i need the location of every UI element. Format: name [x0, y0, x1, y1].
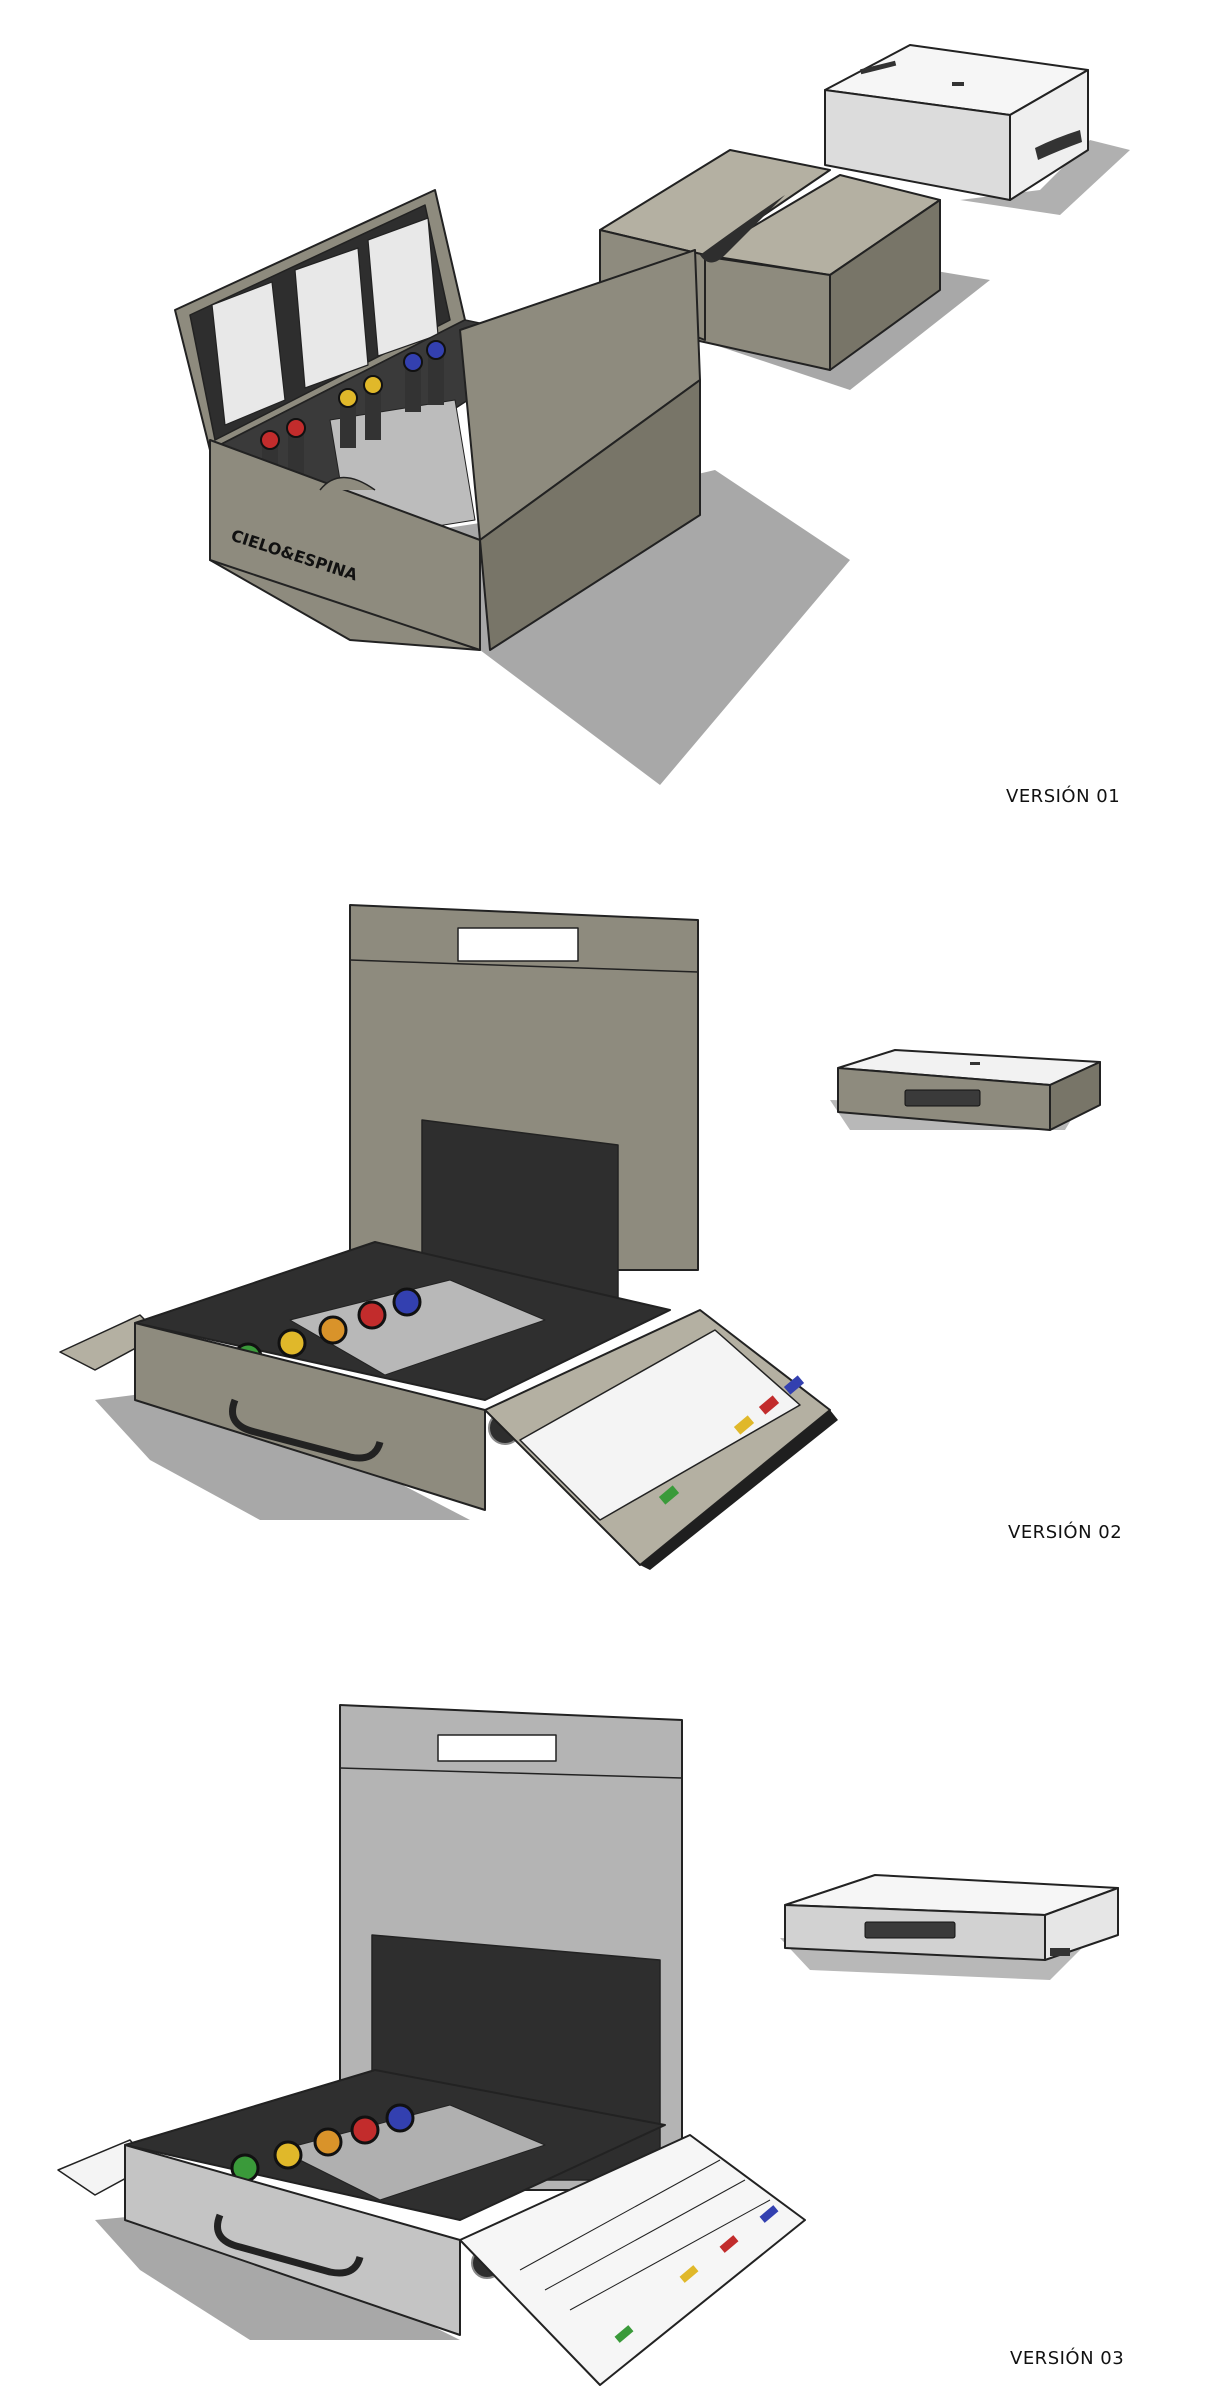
v1-small-white-box [824, 44, 1089, 201]
v2-shadow [95, 1385, 470, 1520]
v3-token-row [230, 2103, 415, 2183]
version-03-panel: VERSIÓN 03 [0, 1570, 1206, 2395]
v3-shadow [95, 2210, 460, 2340]
version-01-panel: CIELO&ESPINA VERSIÓN 01 [0, 0, 1206, 807]
v3-closed-box-handle-icon [864, 1921, 956, 1939]
v2-closed-box-handle-icon [904, 1089, 981, 1107]
version-01-label: VERSIÓN 01 [1006, 786, 1121, 807]
v2-tray-handle-icon [229, 1398, 384, 1462]
v3-lid-handle-slot [437, 1734, 557, 1762]
v2-right-flap [484, 1309, 838, 1570]
version-02-label: VERSIÓN 02 [1008, 1522, 1123, 1543]
v3-closed-box [784, 1874, 1119, 1961]
version-03-label: VERSIÓN 03 [1010, 2348, 1125, 2369]
v3-tray-handle-icon [214, 2213, 364, 2277]
version-02-panel: VERSIÓN 02 [0, 800, 1206, 1570]
v1-lid-inserts [211, 217, 439, 426]
v2-open-lid [349, 904, 699, 1301]
version-01-illustration: CIELO&ESPINA [174, 44, 1130, 785]
v3-right-flap [459, 2134, 806, 2386]
version-03-illustration [57, 1704, 1119, 2386]
v2-lid-handle-slot [457, 927, 579, 962]
v1-main-box: CIELO&ESPINA [174, 189, 701, 651]
v1-small-box-handle-icon [1035, 130, 1082, 160]
v2-closed-box [837, 1049, 1101, 1131]
v1-token-stacks [260, 340, 446, 480]
version-02-illustration [59, 904, 1101, 1570]
v1-middle-box-opening [700, 195, 785, 263]
